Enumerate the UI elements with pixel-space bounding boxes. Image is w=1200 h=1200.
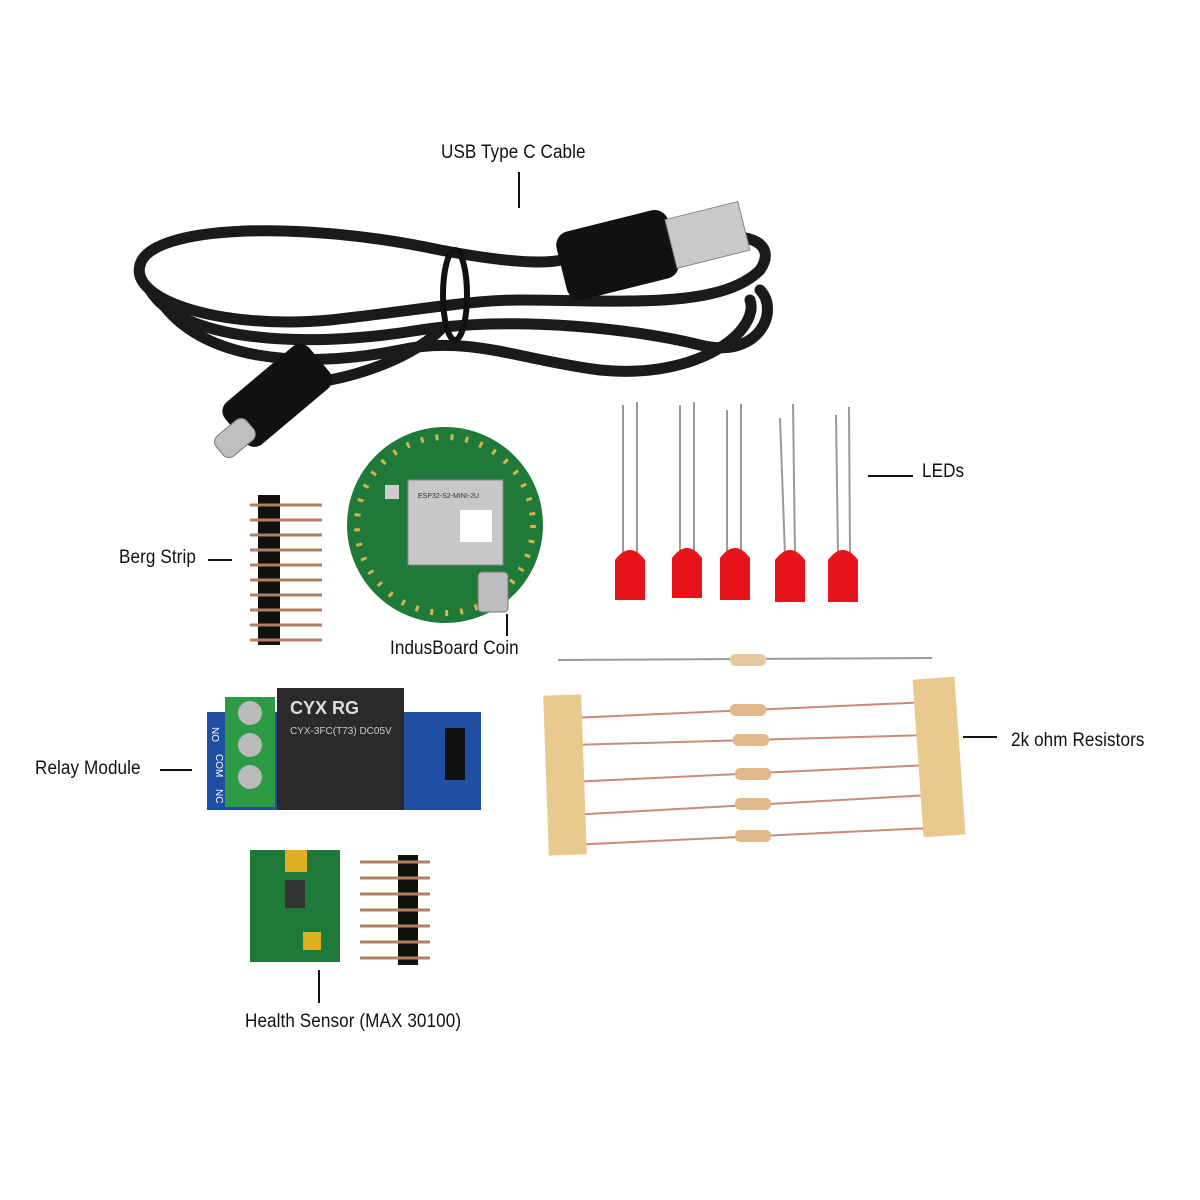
label-berg-strip: Berg Strip xyxy=(119,547,196,568)
leader-line-berg-strip xyxy=(208,559,232,561)
leader-line-health-sensor xyxy=(318,970,320,1003)
label-indusboard-coin: IndusBoard Coin xyxy=(390,638,519,659)
health-sensor xyxy=(250,850,430,965)
leader-line-indusboard-coin xyxy=(506,614,508,636)
led-bulbs xyxy=(615,548,858,602)
usb-c-plug-body xyxy=(222,343,333,447)
indusboard-coin: ESP32-S2-MINI-2U xyxy=(347,427,543,623)
usb-a-plug-body xyxy=(556,209,679,300)
leader-line-leds xyxy=(868,475,913,477)
leader-line-relay-module xyxy=(160,769,192,771)
label-health-sensor: Health Sensor (MAX 30100) xyxy=(245,1011,462,1032)
leds xyxy=(622,402,851,556)
relay-com-text: COM xyxy=(213,754,224,777)
resistors xyxy=(543,654,966,856)
label-resistors: 2k ohm Resistors xyxy=(1011,730,1145,751)
leader-line-usb-cable xyxy=(518,172,520,208)
relay-module: CYX RG CYX-3FC(T73) DC05V NO COM NC xyxy=(207,688,481,810)
relay-model-text: CYX-3FC(T73) DC05V xyxy=(290,726,392,737)
usb-c-connector xyxy=(214,417,256,459)
coin-module-text: ESP32-S2-MINI-2U xyxy=(418,493,479,500)
label-relay-module: Relay Module xyxy=(35,758,141,779)
label-usb-cable: USB Type C Cable xyxy=(441,142,586,163)
leader-line-resistors xyxy=(963,736,997,738)
relay-no-text: NO xyxy=(209,727,220,742)
usb-a-connector xyxy=(664,200,751,269)
usb-cable xyxy=(133,225,773,386)
berg-strip xyxy=(250,495,322,645)
cable-tie xyxy=(440,247,470,343)
label-leds: LEDs xyxy=(922,461,965,482)
relay-nc-text: NC xyxy=(213,789,224,803)
relay-brand-text: CYX RG xyxy=(290,698,359,718)
